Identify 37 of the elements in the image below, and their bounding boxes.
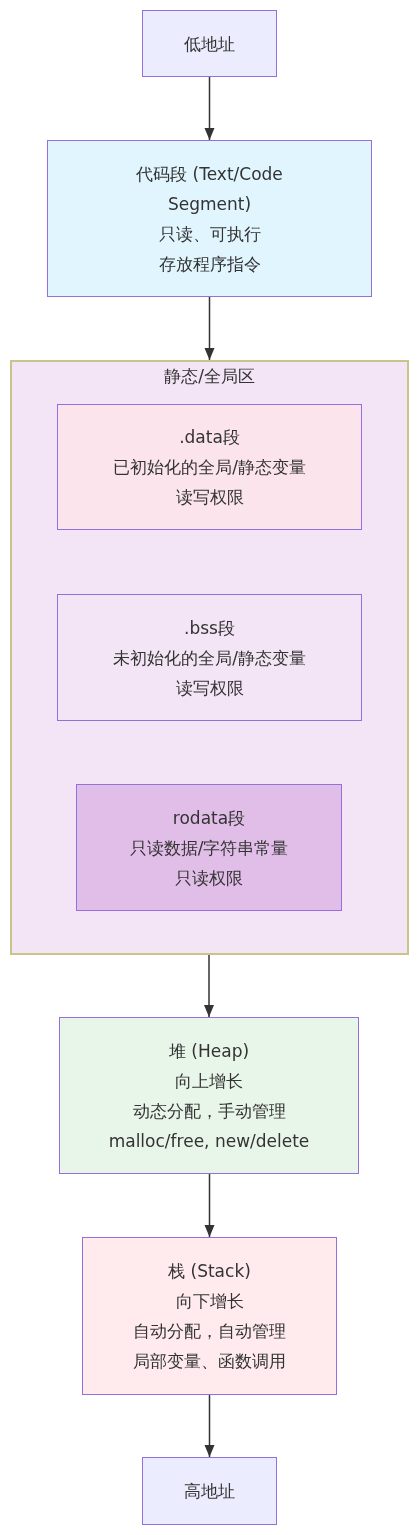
address-label: 低地址 [184, 32, 235, 56]
segment-box [59, 1017, 359, 1174]
address-label: 高地址 [184, 1480, 235, 1503]
segment-description: 读写权限 [175, 676, 244, 700]
segment-description: 读写权限 [175, 486, 244, 509]
group-title: 静态/全局区 [164, 365, 255, 388]
segment-box [76, 784, 342, 911]
segment-description: 未初始化的全局/静态变量 [113, 646, 306, 670]
segment-description: 已初始化的全局/静态变量 [113, 456, 306, 479]
segment-box [47, 140, 372, 297]
segment-title: .bss段 [184, 616, 235, 640]
segment-description: 局部变量、函数调用 [133, 1350, 286, 1373]
segment-box [57, 594, 362, 721]
segment-description: 向下增长 [175, 1290, 244, 1313]
arrow [204, 1394, 215, 1458]
segment-box [82, 1237, 337, 1395]
segment-title: 堆 (Heap) [168, 1039, 250, 1063]
arrow [204, 76, 215, 141]
segment-description: 只读数据/字符串常量 [129, 836, 289, 860]
segment-title: .data段 [179, 426, 240, 449]
address-box [142, 1457, 277, 1525]
arrow [204, 954, 214, 1018]
segment-description: 自动分配，自动管理 [133, 1320, 286, 1343]
segment-title: rodata段 [172, 806, 246, 830]
arrow [204, 1173, 215, 1238]
segment-description: 向上增长 [175, 1069, 243, 1093]
segment-description: 动态分配，手动管理 [132, 1099, 286, 1123]
region-group [10, 360, 409, 955]
segment-title: 代码段 (Text/Code Segment) [135, 162, 284, 216]
segment-description: 只读权限 [175, 866, 243, 890]
segment-description: 只读、可执行 [158, 222, 261, 246]
segment-description: 存放程序指令 [158, 252, 261, 276]
segment-title: 栈 (Stack) [168, 1260, 251, 1283]
segment-description: malloc/free, new/delete [108, 1129, 310, 1153]
arrow [204, 296, 215, 361]
address-box [142, 10, 277, 77]
segment-box [57, 404, 362, 530]
